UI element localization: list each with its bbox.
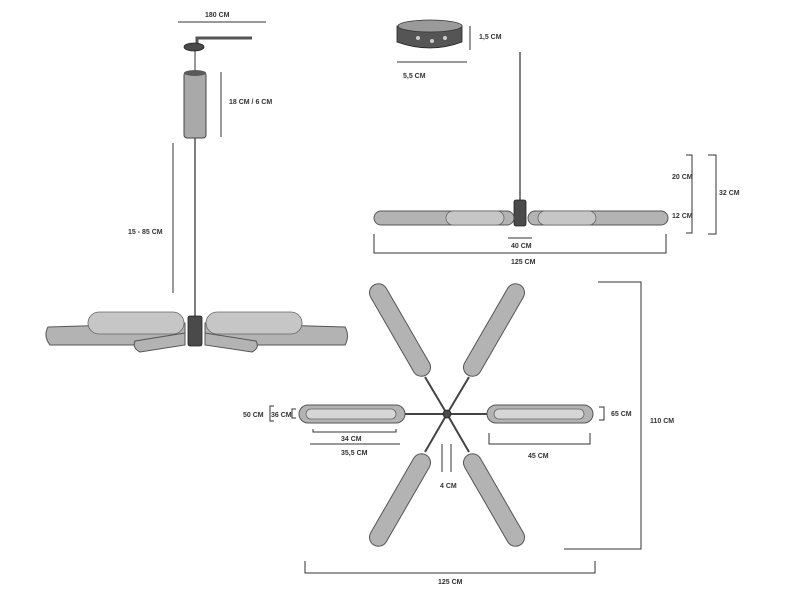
canopy-top — [184, 70, 206, 76]
body-height-label: 20 CM — [672, 174, 693, 181]
canopy-disc-top — [397, 19, 463, 33]
diffuser-length-label: 34 CM — [341, 436, 362, 443]
left-lower-arm — [133, 332, 186, 353]
plan-arm-right-diffuser — [493, 408, 585, 420]
plan-arm-upper-left — [369, 283, 431, 377]
plan-view: 50 CM 36 CM 34 CM 35,5 CM 4 CM 45 CM 65 … — [243, 281, 674, 586]
plan-arm-upper-right — [463, 283, 525, 377]
right-upper-arm — [205, 311, 303, 335]
plan-arm-lower-right — [463, 453, 525, 547]
bracket-dimension-label: 180 CM — [205, 12, 230, 19]
arm-outer-width-label: 50 CM — [243, 412, 264, 419]
arm-length-right-bracket — [488, 433, 591, 445]
canopy-body — [183, 71, 207, 139]
top-total-width-label: 125 CM — [438, 579, 463, 586]
arm-thickness-lines — [441, 444, 452, 472]
perspective-view: 180 CM 18 CM / 6 CM 15 - 85 CM — [45, 12, 348, 353]
side-total-width-label: 125 CM — [511, 259, 536, 266]
side-total-width-bracket — [373, 234, 667, 254]
top-total-width-bracket — [304, 561, 596, 574]
canopy-screw-1 — [416, 36, 420, 40]
plan-arm-lower-left — [369, 453, 431, 547]
central-hub — [187, 315, 203, 347]
top-total-height-bracket — [564, 281, 642, 550]
center-width-label: 40 CM — [511, 243, 532, 250]
right-arm-front-side — [537, 210, 597, 226]
ceiling-rose — [183, 42, 205, 52]
canopy-dimension-label: 18 CM / 6 CM — [229, 99, 272, 106]
arm-inner-width-bracket — [291, 408, 296, 419]
canopy-thickness-label: 1,5 CM — [479, 34, 502, 41]
ceiling-bracket — [195, 36, 252, 44]
total-height-bracket — [708, 154, 717, 235]
hub-side — [513, 199, 527, 227]
plan-hub — [442, 409, 452, 419]
arm-thickness-label: 4 CM — [440, 483, 457, 490]
arm-length-left-label: 35,5 CM — [341, 450, 368, 457]
suspension-dimension-label: 15 - 85 CM — [128, 229, 163, 236]
left-arm-front-side — [445, 210, 505, 226]
arm-outer-width-bracket — [269, 405, 274, 422]
total-height-label: 32 CM — [719, 190, 740, 197]
body-height-bracket — [686, 154, 693, 234]
canopy-screw-3 — [443, 36, 447, 40]
arm-right-width-bracket — [599, 406, 605, 421]
left-upper-arm — [87, 311, 185, 335]
arm-height-label: 12 CM — [672, 213, 693, 220]
side-elevation-view: 1,5 CM 5,5 CM 20 CM 32 CM 12 CM 40 CM 12… — [373, 19, 740, 266]
arm-inner-width-label: 36 CM — [271, 412, 292, 419]
arm-length-right-label: 45 CM — [528, 453, 549, 460]
diffuser-length-bracket — [312, 429, 397, 433]
top-total-height-label: 110 CM — [650, 418, 674, 425]
canopy-screw-2 — [430, 39, 434, 43]
arm-right-width-label: 65 CM — [611, 411, 632, 418]
plan-arm-left-diffuser — [305, 408, 397, 420]
canopy-diameter-label: 5,5 CM — [403, 73, 426, 80]
right-lower-arm — [204, 332, 258, 353]
